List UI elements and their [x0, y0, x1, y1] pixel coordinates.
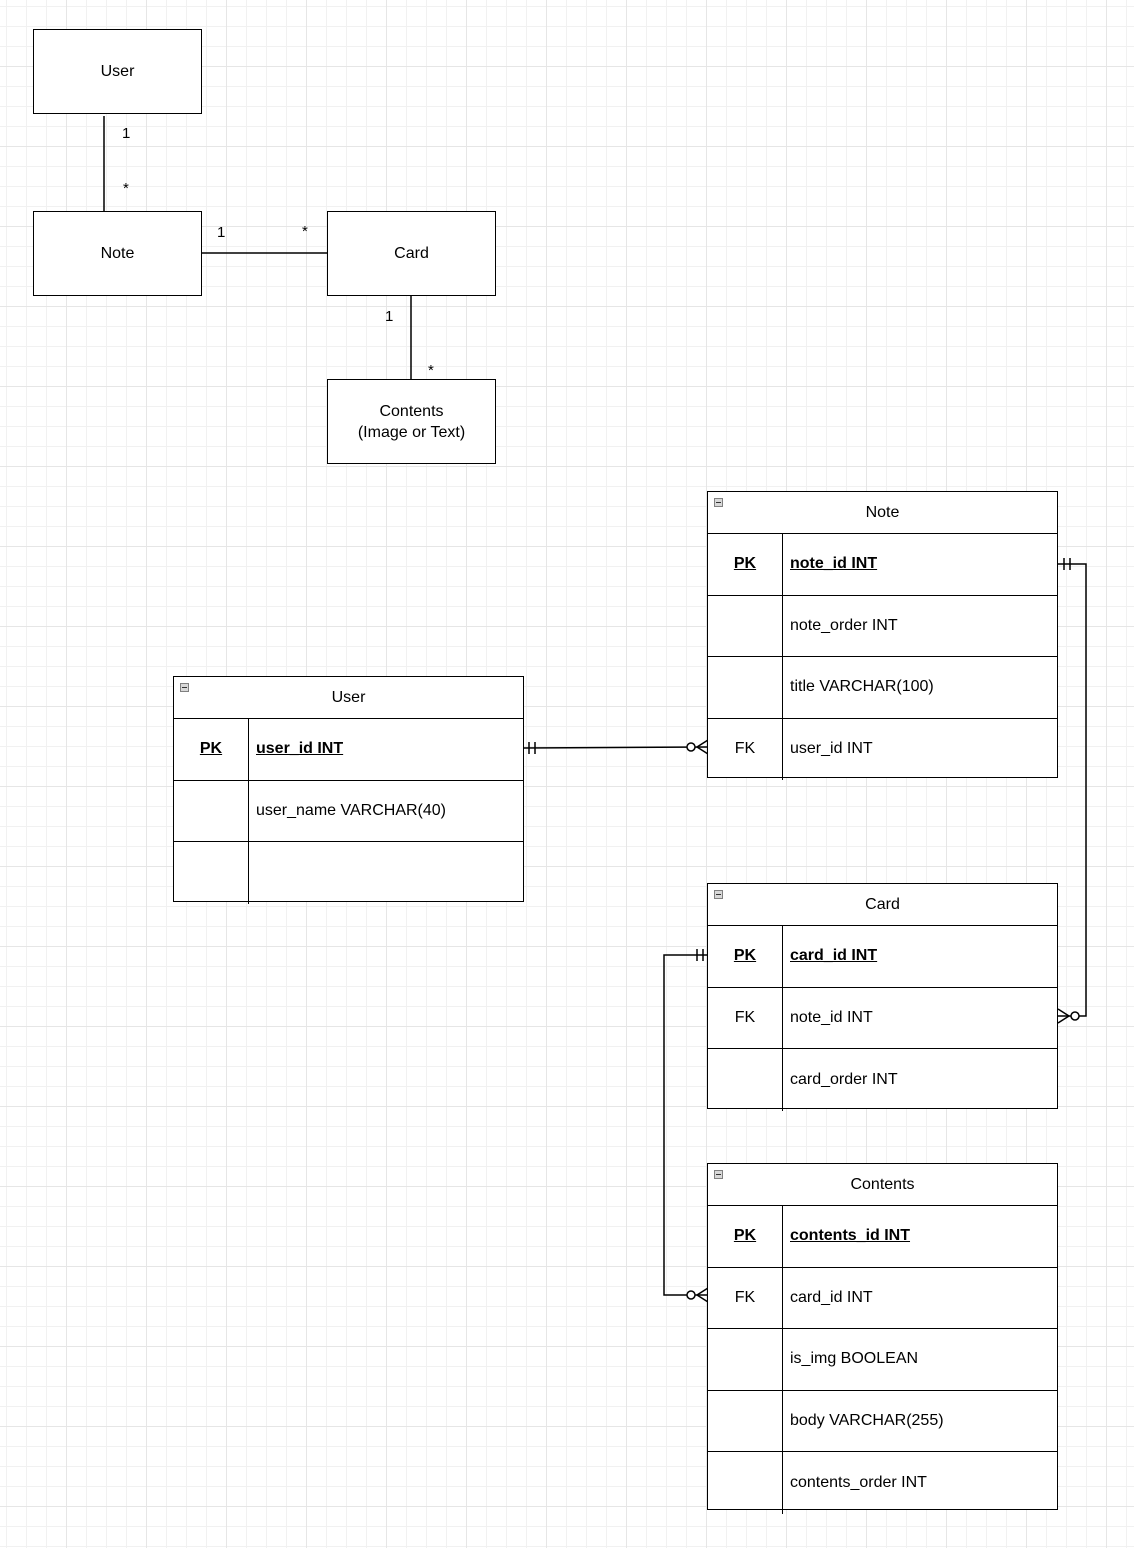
entity-contents[interactable]: Contents (Image or Text) [327, 379, 496, 464]
multiplicity-note-card-many: * [302, 223, 308, 240]
entity-note-label: Note [100, 245, 135, 262]
erd-table-title: Note [865, 503, 900, 521]
erd-key-cell: PK [708, 534, 783, 595]
erd-key-cell: FK [708, 987, 783, 1048]
erd-row[interactable]: PK contents_id INT [708, 1206, 1057, 1268]
card-contents-relationship [663, 949, 709, 1303]
erd-row[interactable]: PK note_id INT [708, 534, 1057, 596]
erd-row[interactable]: contents_order INT [708, 1452, 1057, 1514]
erd-key-cell [708, 657, 783, 718]
erd-table-header[interactable]: User [174, 677, 523, 719]
erd-table-header[interactable]: Note [708, 492, 1057, 534]
erd-table-card[interactable]: Card PK card_id INT FK note_id INT card_… [707, 883, 1058, 1111]
multiplicity-card-one: 1 [385, 308, 394, 325]
multiplicity-user-one: 1 [122, 125, 131, 142]
collapse-icon[interactable] [714, 890, 723, 899]
erd-table-header[interactable]: Card [708, 884, 1057, 926]
erd-key-cell [708, 1452, 783, 1514]
erd-table-title: User [331, 688, 366, 706]
collapse-icon[interactable] [714, 1170, 723, 1179]
erd-key-cell [174, 842, 249, 904]
erd-table-user[interactable]: User PK user_id INT user_name VARCHAR(40… [173, 676, 524, 904]
erd-table-note[interactable]: Note PK note_id INT note_order INT title… [707, 491, 1058, 780]
erd-field-cell [249, 842, 523, 904]
erd-key-cell: PK [174, 719, 249, 780]
crow-foot-mark [1057, 1008, 1071, 1024]
erd-field-cell: user_id INT [790, 740, 873, 758]
erd-field-cell: is_img BOOLEAN [790, 1350, 919, 1368]
multiplicity-user-note-many: * [123, 180, 129, 197]
zero-mark [1070, 1011, 1080, 1021]
erd-field-cell: user_id INT [256, 740, 344, 758]
entity-contents-label: Contents [379, 402, 444, 420]
erd-table-contents[interactable]: Contents PK contents_id INT FK card_id I… [707, 1163, 1058, 1514]
erd-key-cell: FK [708, 1267, 783, 1328]
entity-note[interactable]: Note [33, 211, 202, 296]
erd-row[interactable]: PK user_id INT [174, 719, 523, 781]
erd-field-cell: card_id INT [790, 1288, 873, 1306]
erd-key-cell: FK [708, 718, 783, 780]
erd-field-cell: card_id INT [790, 947, 878, 965]
erd-row[interactable]: body VARCHAR(255) [708, 1390, 1057, 1452]
erd-field-cell: title VARCHAR(100) [790, 678, 934, 696]
erd-row[interactable]: FK user_id INT [708, 718, 1057, 780]
erd-row[interactable]: note_order INT [708, 595, 1057, 657]
erd-row[interactable]: title VARCHAR(100) [708, 657, 1057, 719]
erd-row[interactable] [174, 842, 523, 904]
erd-key-cell: PK [708, 1206, 783, 1267]
erd-field-cell: user_name VARCHAR(40) [256, 801, 446, 819]
erd-row[interactable]: FK card_id INT [708, 1267, 1057, 1329]
crow-foot-mark [695, 739, 709, 755]
erd-row[interactable]: card_order INT [708, 1049, 1057, 1111]
zero-mark [686, 742, 696, 752]
erd-field-cell: note_id INT [790, 555, 878, 573]
erd-field-cell: body VARCHAR(255) [790, 1411, 944, 1429]
entity-user-label: User [100, 63, 135, 80]
erd-field-cell: contents_order INT [790, 1473, 927, 1491]
erd-row[interactable]: PK card_id INT [708, 926, 1057, 988]
user-note-relationship [523, 739, 709, 755]
entity-contents-sublabel: (Image or Text) [357, 423, 466, 441]
erd-row[interactable]: user_name VARCHAR(40) [174, 780, 523, 842]
erd-row[interactable]: is_img BOOLEAN [708, 1329, 1057, 1391]
multiplicity-note-one: 1 [217, 224, 226, 241]
erd-table-title: Card [865, 895, 900, 913]
erd-field-cell: contents_id INT [790, 1227, 911, 1245]
multiplicity-card-contents-many: * [428, 362, 434, 379]
erd-key-cell [708, 595, 783, 656]
entity-user[interactable]: User [33, 29, 202, 114]
crow-foot-mark [695, 1287, 709, 1303]
erd-field-cell: note_id INT [790, 1008, 873, 1026]
entity-card[interactable]: Card [327, 211, 496, 296]
erd-table-title: Contents [850, 1175, 915, 1193]
erd-key-cell [708, 1049, 783, 1111]
erd-table-header[interactable]: Contents [708, 1164, 1057, 1206]
erd-key-cell [174, 780, 249, 841]
erd-key-cell [708, 1390, 783, 1451]
collapse-icon[interactable] [714, 498, 723, 507]
erd-row[interactable]: FK note_id INT [708, 987, 1057, 1049]
erd-field-cell: card_order INT [790, 1070, 898, 1088]
zero-mark [686, 1290, 696, 1300]
erd-key-cell: PK [708, 926, 783, 987]
entity-card-label: Card [394, 245, 429, 262]
collapse-icon[interactable] [180, 683, 189, 692]
erd-key-cell [708, 1329, 783, 1390]
note-card-relationship [1057, 558, 1087, 1024]
erd-field-cell: note_order INT [790, 616, 898, 634]
